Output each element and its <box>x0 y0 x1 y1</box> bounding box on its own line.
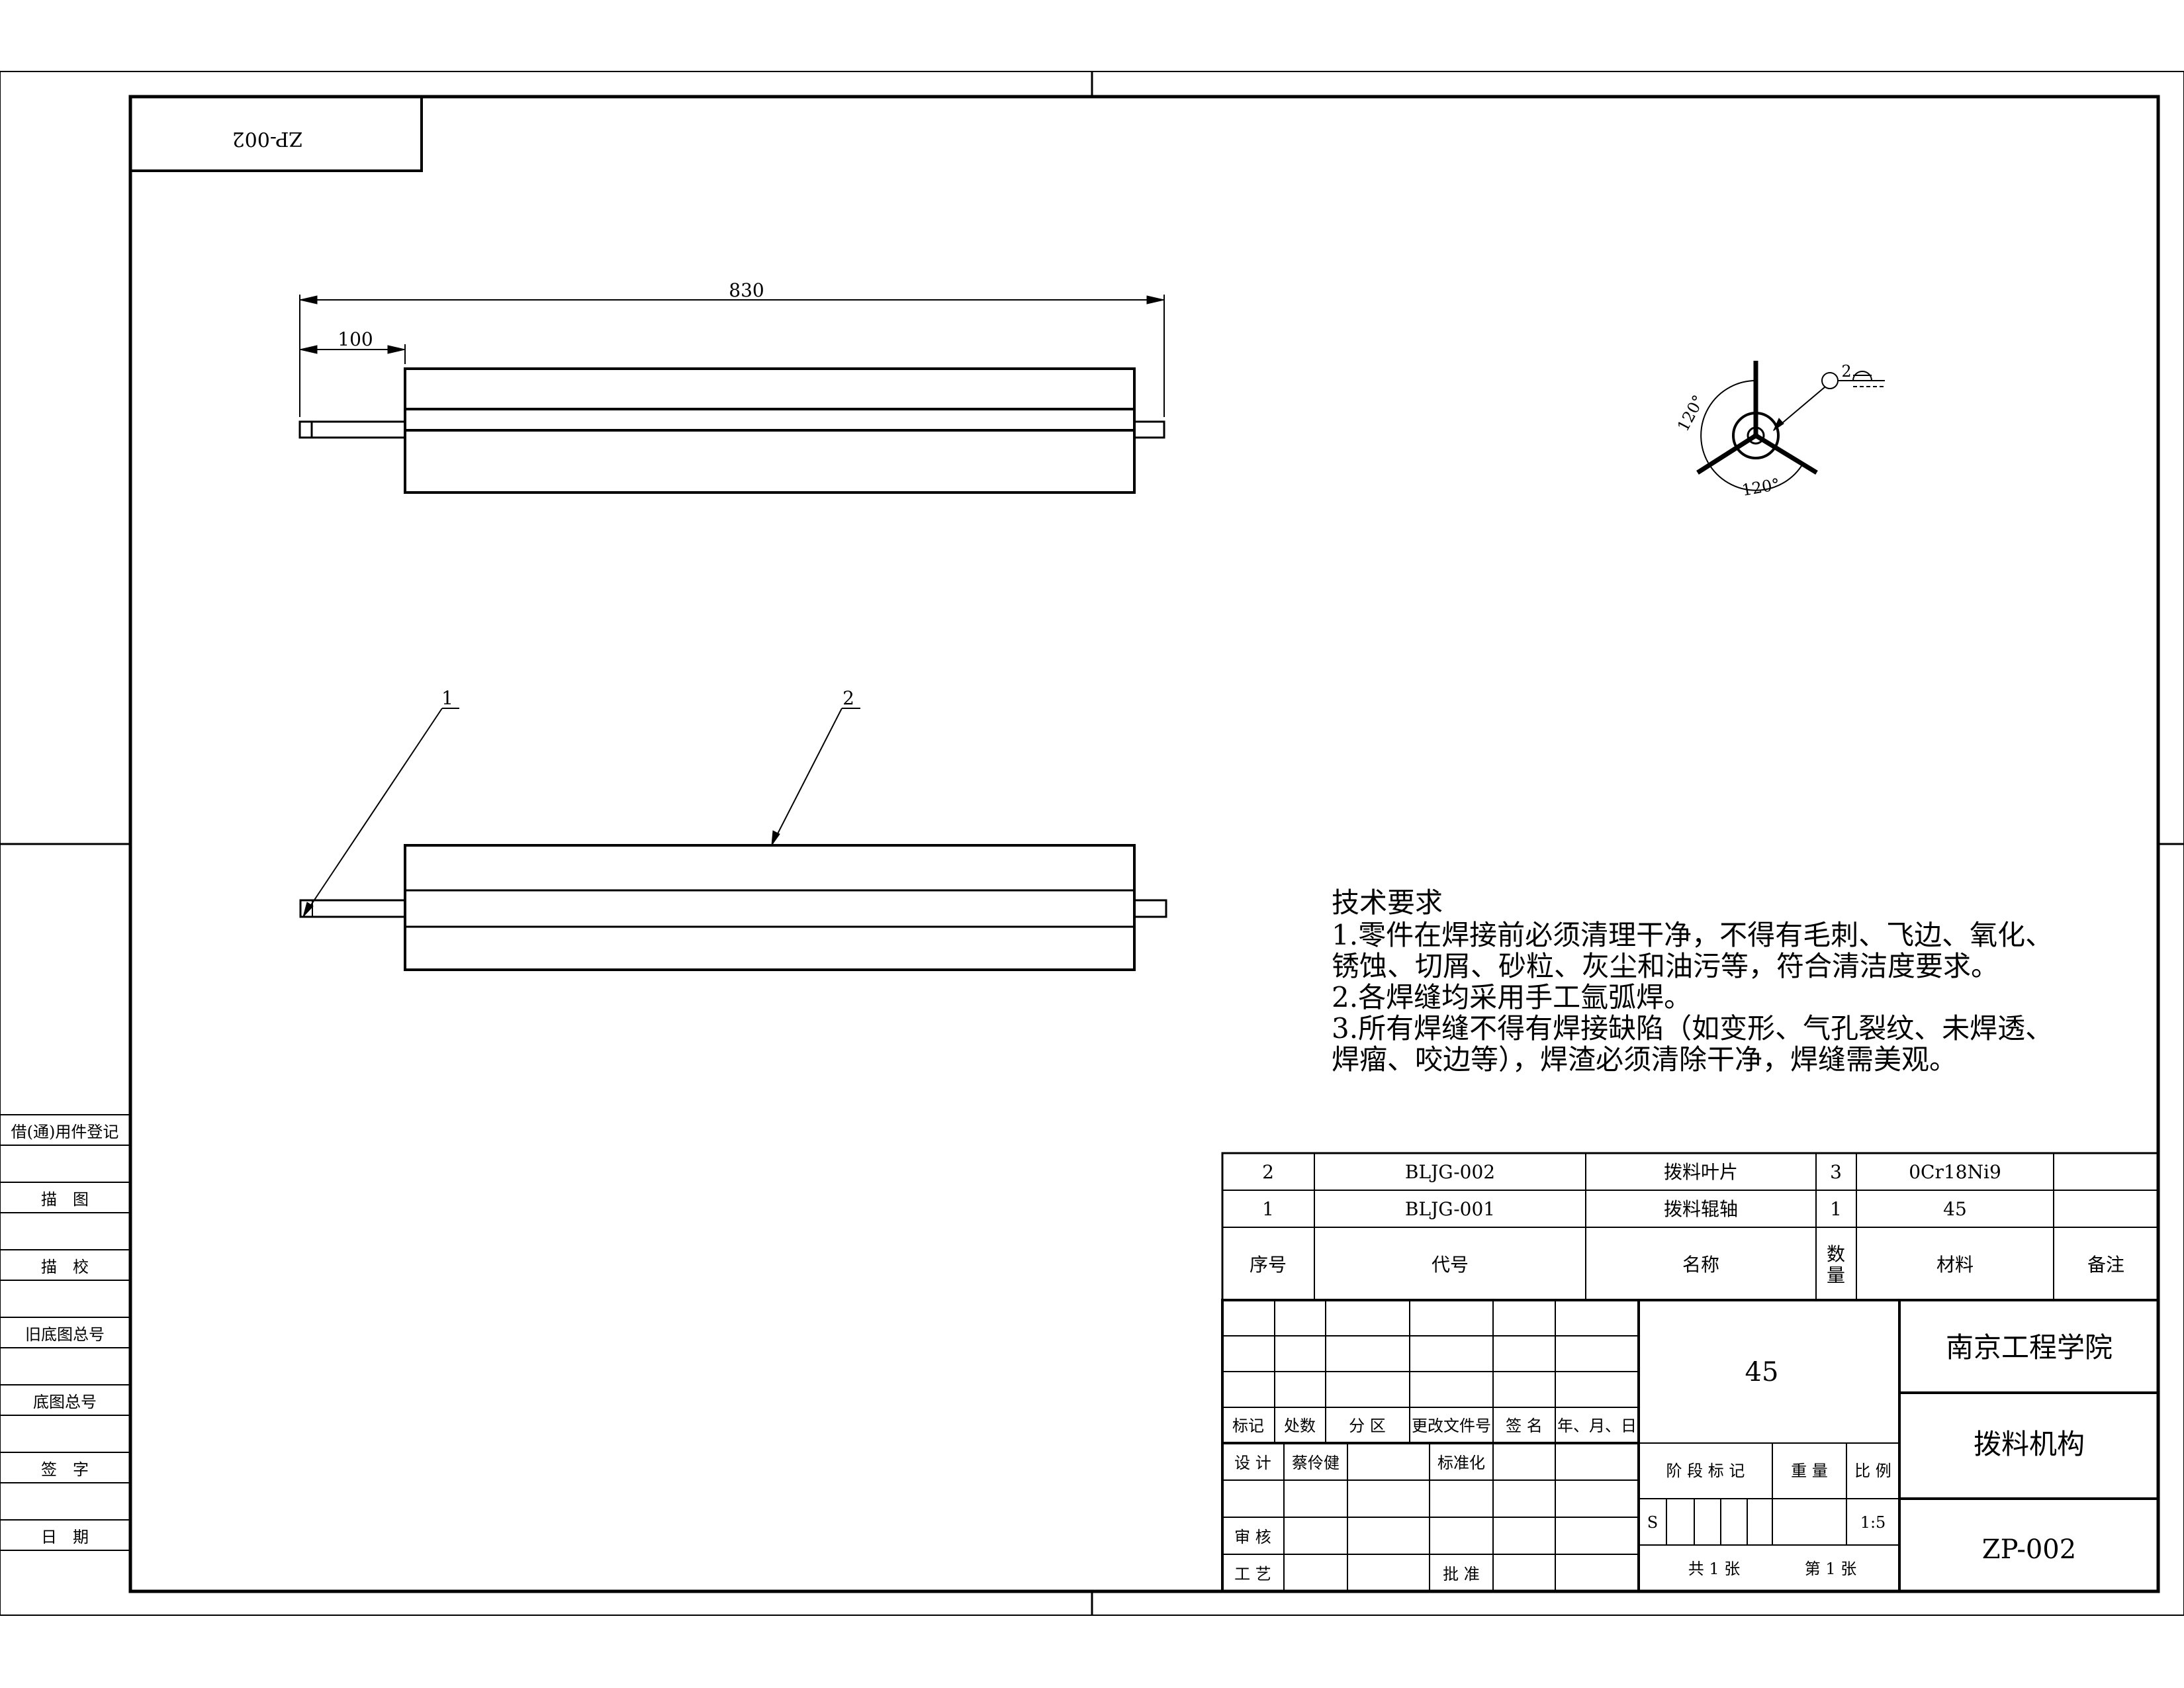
sheet-number: 第 1 张 <box>1805 1560 1857 1578</box>
bom-row-qty: 3 <box>1830 1161 1842 1183</box>
weight-label: 重 量 <box>1791 1462 1828 1480</box>
bom-header-no: 序号 <box>1250 1254 1287 1276</box>
section-view <box>1696 361 1885 491</box>
bom-header-code: 代号 <box>1432 1254 1469 1276</box>
standardization-label: 标准化 <box>1437 1454 1485 1472</box>
margin-label-date: 日 期 <box>41 1528 89 1546</box>
tech-req-line: 2.各焊缝均采用手工氩弧焊。 <box>1332 981 1692 1013</box>
stage-label: 阶 段 标 记 <box>1666 1462 1745 1480</box>
rev-header: 签 名 <box>1506 1417 1543 1435</box>
balloon-2: 2 <box>842 687 854 709</box>
rev-header: 分 区 <box>1349 1417 1386 1435</box>
margin-label-base-number: 底图总号 <box>33 1393 97 1411</box>
dimension-overall-length: 830 <box>729 279 764 301</box>
tech-req-heading: 技术要求 <box>1332 886 1443 919</box>
margin-label-signature: 签 字 <box>41 1460 89 1479</box>
bom-header-qty-bottom: 量 <box>1827 1264 1845 1286</box>
bom-row-material: 0Cr18Ni9 <box>1909 1161 2001 1183</box>
school-name: 南京工程学院 <box>1946 1331 2113 1364</box>
design-label: 设 计 <box>1234 1454 1271 1472</box>
rev-header: 处数 <box>1284 1417 1316 1435</box>
bom-row-no: 2 <box>1262 1161 1274 1183</box>
bom-row-name: 拨料辊轴 <box>1664 1198 1738 1220</box>
title-block-grid <box>1221 1299 2160 1593</box>
mirrored-drawing-number: ZP-002 <box>232 127 303 150</box>
drawing-number: ZP-002 <box>1982 1534 2076 1565</box>
drawing-name: 拨料机构 <box>1974 1428 2085 1460</box>
stage-value: S <box>1647 1513 1658 1532</box>
dimension-shaft-length: 100 <box>338 328 373 350</box>
margin-label-old-number: 旧底图总号 <box>25 1325 105 1344</box>
angle-label-left: 120° <box>1674 392 1708 434</box>
sheet-border <box>0 71 2184 1616</box>
sheets-total: 共 1 张 <box>1688 1560 1741 1578</box>
bom-row-material: 45 <box>1943 1198 1967 1220</box>
top-view <box>298 295 1165 494</box>
bom-header-qty-top: 数 <box>1827 1243 1845 1265</box>
bom-header-name: 名称 <box>1682 1254 1719 1276</box>
rev-header: 年、月、日 <box>1557 1417 1637 1435</box>
bom-row-qty: 1 <box>1830 1198 1842 1220</box>
margin-label-borrow: 借(通)用件登记 <box>11 1123 119 1141</box>
margin-label-check: 描 校 <box>41 1258 89 1276</box>
weld-size-label: 2 <box>1841 362 1851 381</box>
designer-name: 蔡伶健 <box>1292 1454 1340 1472</box>
bom-row-code: BLJG-001 <box>1405 1198 1495 1220</box>
title-material: 45 <box>1745 1357 1779 1387</box>
tech-req-line: 3.所有焊缝不得有焊接缺陷（如变形、气孔裂纹、未焊透、 <box>1332 1012 2053 1045</box>
front-view <box>299 708 1167 971</box>
rev-header: 标记 <box>1232 1417 1264 1435</box>
mirrored-number-box: ZP-002 <box>129 95 423 172</box>
angle-label-bottom: 120° <box>1741 475 1782 500</box>
margin-label-trace: 描 图 <box>41 1190 89 1209</box>
scale-value: 1:5 <box>1860 1513 1886 1532</box>
balloon-1: 1 <box>441 687 453 709</box>
bom-header-material: 材料 <box>1936 1254 1974 1276</box>
bom-row-no: 1 <box>1262 1198 1274 1220</box>
bom-row-code: BLJG-002 <box>1405 1161 1495 1183</box>
technical-requirements: 技术要求 1.零件在焊接前必须清理干净，不得有毛刺、飞边、氧化、 锈蚀、切屑、砂… <box>1332 886 2053 1076</box>
process-label: 工 艺 <box>1234 1565 1271 1583</box>
approve-label: 批 准 <box>1443 1565 1480 1583</box>
bom-row-name: 拨料叶片 <box>1664 1161 1738 1183</box>
tech-req-line: 1.零件在焊接前必须清理干净，不得有毛刺、飞边、氧化、 <box>1332 919 2053 951</box>
tech-req-line: 锈蚀、切屑、砂粒、灰尘和油污等，符合清洁度要求。 <box>1332 950 1999 982</box>
left-margin-table <box>0 1114 130 1551</box>
tech-req-line: 焊瘤、咬边等），焊渣必须清除干净，焊缝需美观。 <box>1332 1043 1957 1076</box>
rev-header: 更改文件号 <box>1412 1417 1491 1435</box>
bom-header-note: 备注 <box>2087 1254 2124 1276</box>
scale-label: 比 例 <box>1854 1462 1891 1480</box>
review-label: 审 核 <box>1234 1528 1271 1546</box>
